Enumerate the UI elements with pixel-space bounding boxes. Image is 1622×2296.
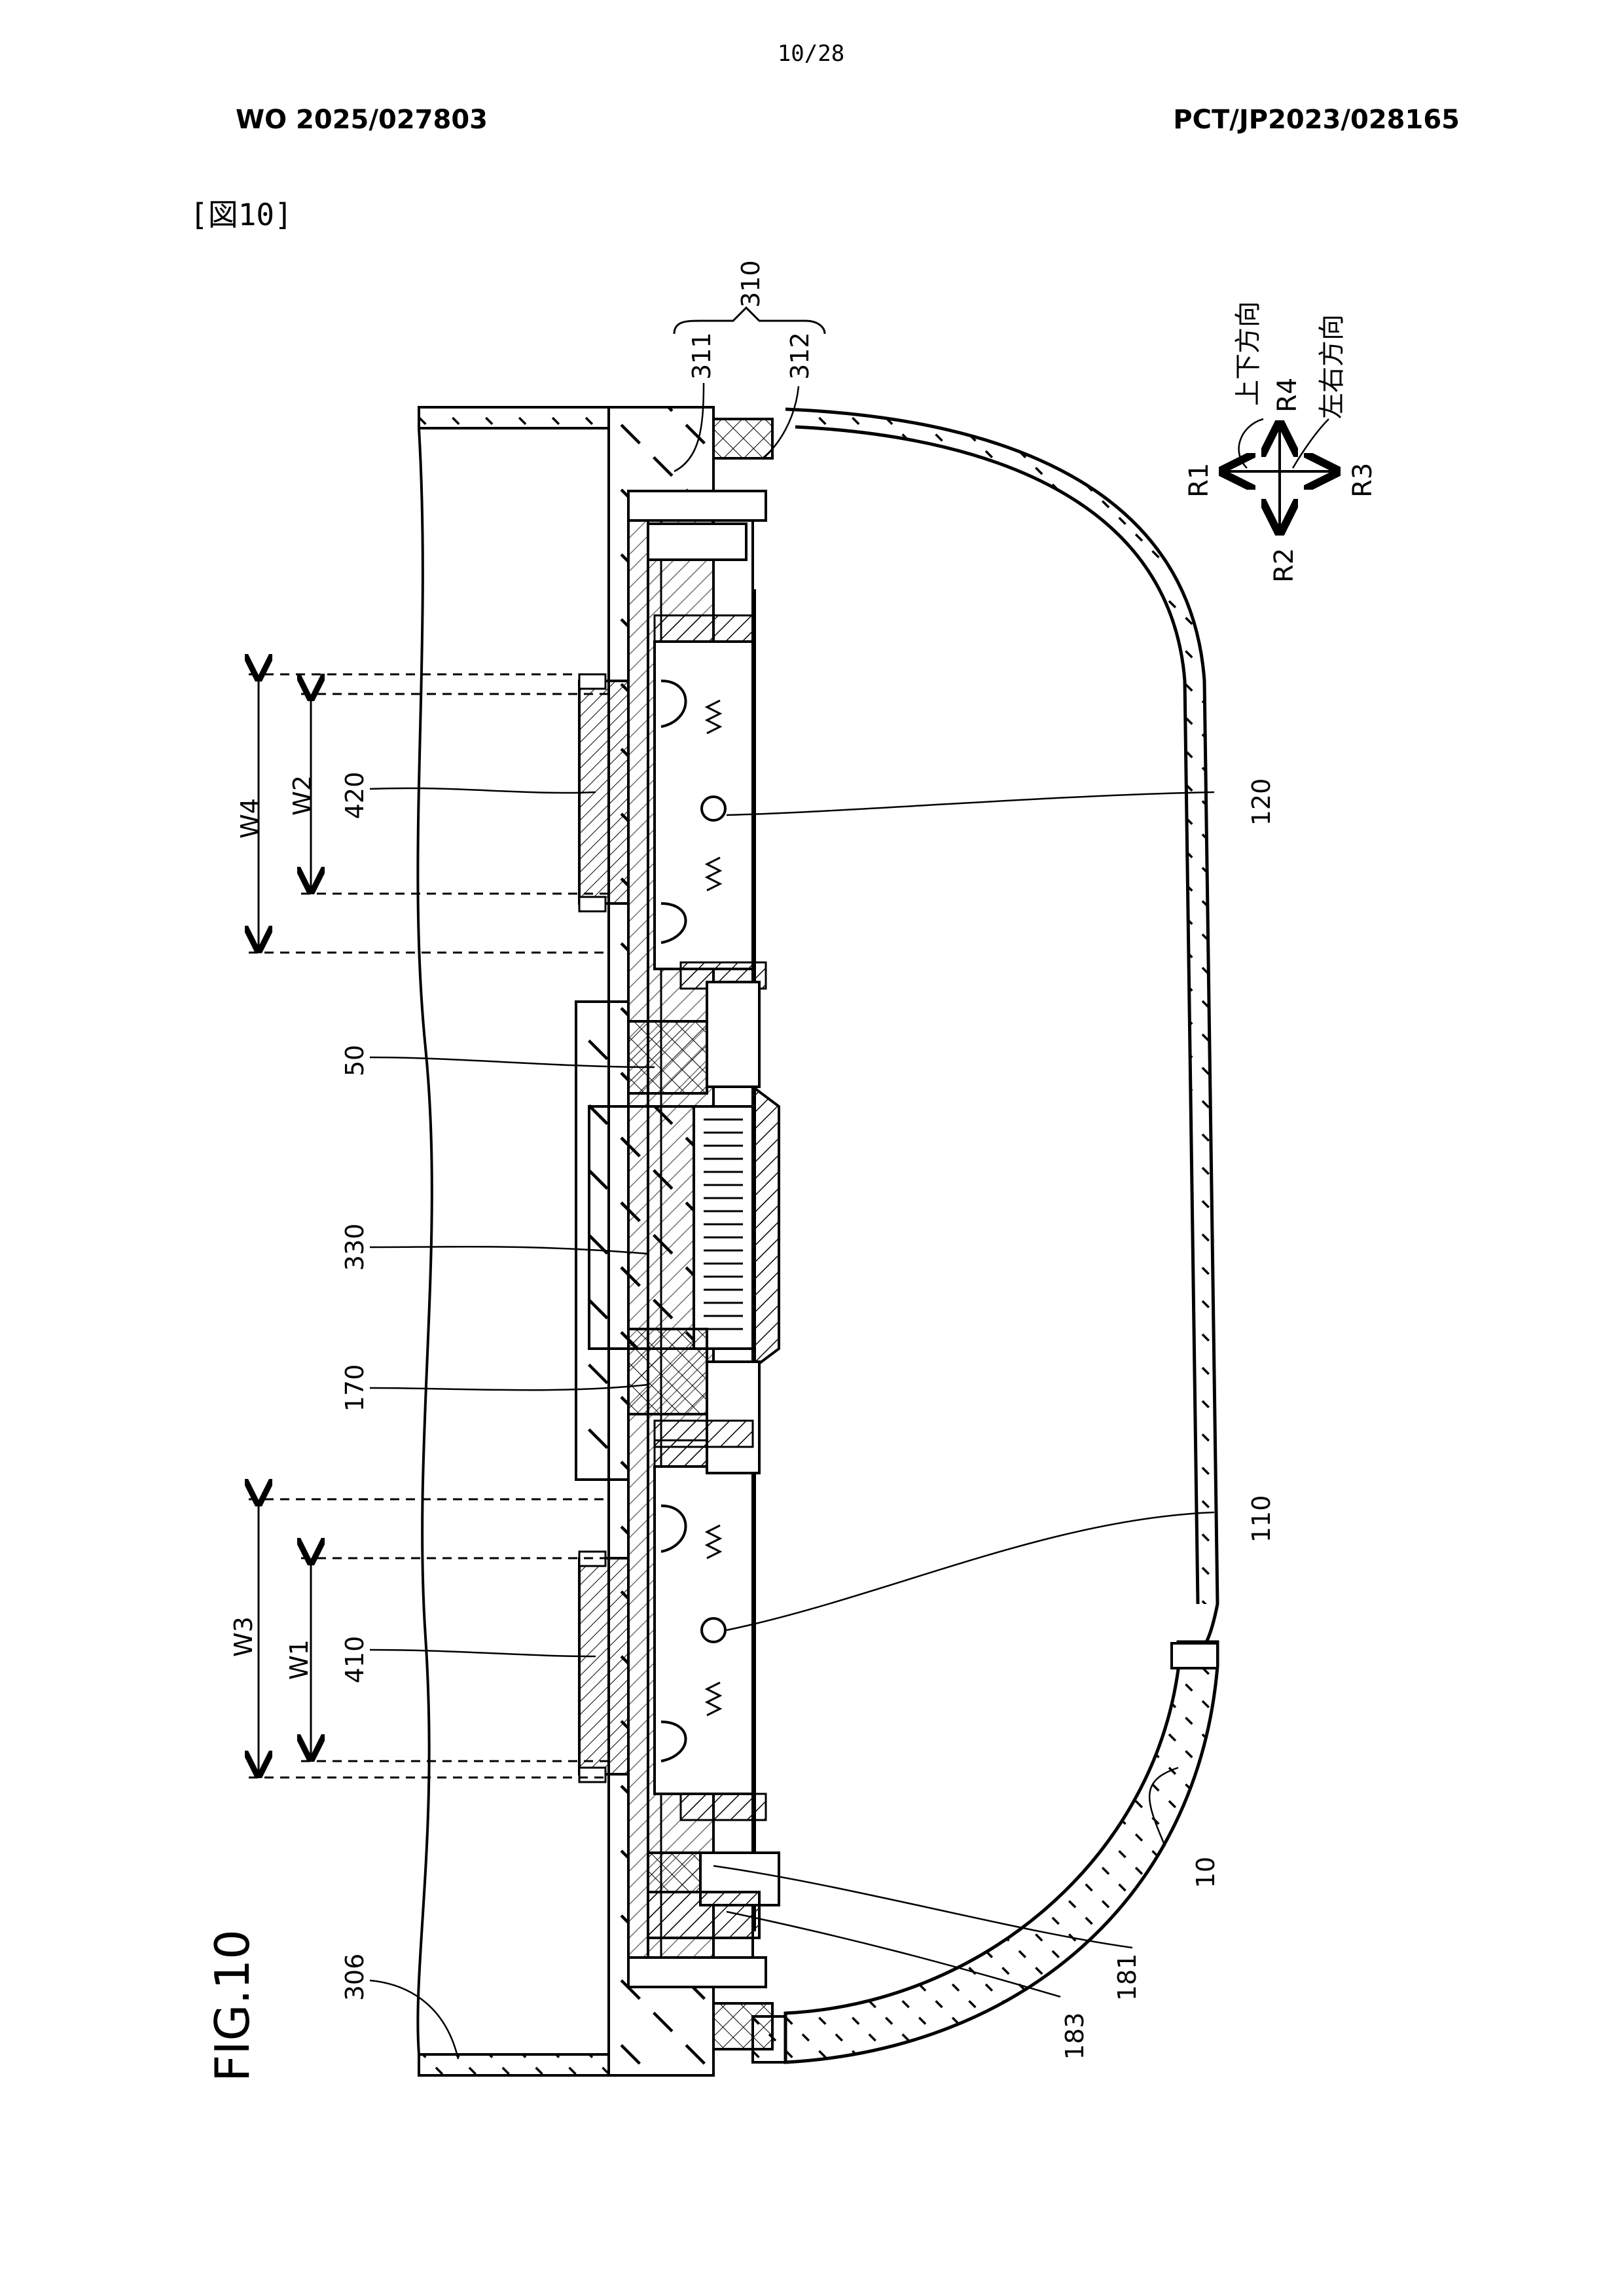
ref-311: 311 <box>687 332 716 380</box>
central-fins <box>704 1118 743 1330</box>
figure-caption: FIG.10 <box>205 1929 260 2082</box>
legend-r2: R2 <box>1269 548 1299 583</box>
weight-410 <box>578 1550 630 1783</box>
legend-r1: R1 <box>1184 463 1214 498</box>
legend-vertical-text: 上下方向 <box>1233 301 1263 406</box>
ref-312: 312 <box>785 332 814 380</box>
outer-housing <box>751 407 1219 2064</box>
ref-w1: W1 <box>285 1639 314 1680</box>
leader-lines <box>369 382 1215 2060</box>
application-number: PCT/JP2023/028165 <box>1173 105 1460 135</box>
ref-w3: W3 <box>229 1616 258 1657</box>
legend-r3: R3 <box>1348 463 1378 498</box>
ref-170: 170 <box>340 1364 369 1412</box>
ref-330: 330 <box>340 1224 369 1271</box>
dimension-lines <box>249 674 609 1779</box>
ref-110: 110 <box>1247 1495 1276 1543</box>
ref-306: 306 <box>340 1954 369 2001</box>
lower-connector-181-183 <box>647 1851 780 1939</box>
publication-number: WO 2025/027803 <box>236 105 488 135</box>
ref-w2: W2 <box>288 775 317 816</box>
legend-horizontal-text: 左右方向 <box>1317 314 1347 419</box>
ref-120: 120 <box>1247 778 1276 826</box>
legend-r4: R4 <box>1272 378 1303 412</box>
ref-50: 50 <box>340 1045 369 1076</box>
bracket-310 <box>673 306 826 335</box>
ref-310: 310 <box>736 260 765 308</box>
contact-module-upper <box>653 614 767 990</box>
ref-181: 181 <box>1113 1954 1142 2001</box>
ref-410: 410 <box>340 1636 369 1684</box>
ref-w4: W4 <box>236 798 264 839</box>
direction-legend: 上下方向 左右方向 R1 R2 R3 R4 <box>1184 301 1378 583</box>
ref-420: 420 <box>340 772 369 820</box>
ref-10: 10 <box>1191 1857 1220 1888</box>
page-number: 10/28 <box>777 41 845 67</box>
figure-label: [図10] <box>190 197 293 232</box>
ref-183: 183 <box>1060 2013 1089 2060</box>
contact-module-lower <box>653 1439 767 1821</box>
central-component-330 <box>575 981 780 1481</box>
